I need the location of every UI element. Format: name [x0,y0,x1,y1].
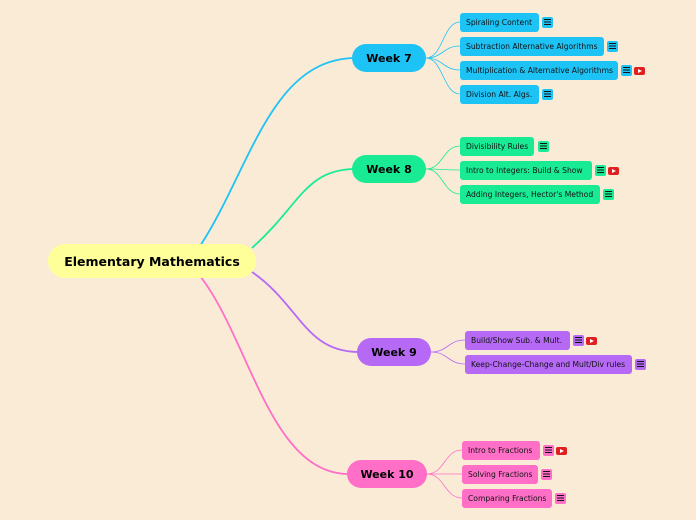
youtube-icon[interactable] [634,67,645,75]
topic-label: Multiplication & Alternative Algorithms [466,66,613,75]
notes-icon[interactable] [635,359,646,370]
week-to-topic-line [425,45,461,59]
root-to-week-7-line [199,57,355,247]
week-label: Week 10 [360,467,414,481]
week-label: Week 7 [366,51,412,65]
week-to-topic-line [426,449,463,475]
topic-node[interactable]: Spiraling Content [460,13,539,32]
week-to-topic-line [425,145,461,170]
topic-label: Adding Integers, Hector's Method [466,190,594,199]
week-9-node[interactable]: Week 9 [357,338,431,366]
topic-node[interactable]: Intro to Integers: Build & Show [460,161,592,180]
week-to-topic-line [425,168,461,195]
topic-node[interactable]: Comparing Fractions [462,489,552,508]
topic-node[interactable]: Intro to Fractions [462,441,540,460]
youtube-icon[interactable] [608,167,619,175]
week-label: Week 8 [366,162,412,176]
topic-label: Comparing Fractions [468,494,547,503]
topic-label: Build/Show Sub. & Mult. [471,336,563,345]
week-8-node[interactable]: Week 8 [352,155,426,183]
topic-node[interactable]: Division Alt. Algs. [460,85,539,104]
root-to-week-8-line [251,168,355,249]
topic-label: Intro to Integers: Build & Show [466,166,583,175]
notes-icon[interactable] [573,335,584,346]
topic-node[interactable]: Build/Show Sub. & Mult. [465,331,570,350]
week-to-topic-line [425,21,461,59]
topic-node[interactable]: Keep-Change-Change and Mult/Div rules [465,355,632,374]
topic-node[interactable]: Multiplication & Alternative Algorithms [460,61,618,80]
notes-icon[interactable] [542,17,553,28]
topic-node[interactable]: Divisibility Rules [460,137,534,156]
topic-label: Division Alt. Algs. [466,90,533,99]
week-to-topic-line [425,57,461,95]
week-to-topic-line [430,351,466,365]
topic-node[interactable]: Subtraction Alternative Algorithms [460,37,604,56]
topic-label: Solving Fractions [468,470,533,479]
week-10-node[interactable]: Week 10 [347,460,427,488]
week-to-topic-line [425,168,461,171]
topic-label: Divisibility Rules [466,142,529,151]
notes-icon[interactable] [543,445,554,456]
notes-icon[interactable] [538,141,549,152]
week-7-node[interactable]: Week 7 [352,44,426,72]
topic-node[interactable]: Adding Integers, Hector's Method [460,185,600,204]
week-to-topic-line [426,473,463,499]
notes-icon[interactable] [603,189,614,200]
notes-icon[interactable] [595,165,606,176]
topic-label: Spiraling Content [466,18,532,27]
topic-node[interactable]: Solving Fractions [462,465,538,484]
central-topic-label: Elementary Mathematics [64,253,240,269]
notes-icon[interactable] [621,65,632,76]
notes-icon[interactable] [607,41,618,52]
root-to-week-9-line [251,271,360,353]
topic-label: Keep-Change-Change and Mult/Div rules [471,360,626,369]
root-to-week-10-line [199,275,350,475]
topic-label: Intro to Fractions [468,446,533,455]
youtube-icon[interactable] [556,447,567,455]
notes-icon[interactable] [555,493,566,504]
notes-icon[interactable] [542,89,553,100]
week-to-topic-line [430,339,466,353]
youtube-icon[interactable] [586,337,597,345]
topic-label: Subtraction Alternative Algorithms [466,42,598,51]
week-label: Week 9 [371,345,417,359]
notes-icon[interactable] [541,469,552,480]
central-topic[interactable]: Elementary Mathematics [48,244,256,278]
week-to-topic-line [425,57,461,71]
